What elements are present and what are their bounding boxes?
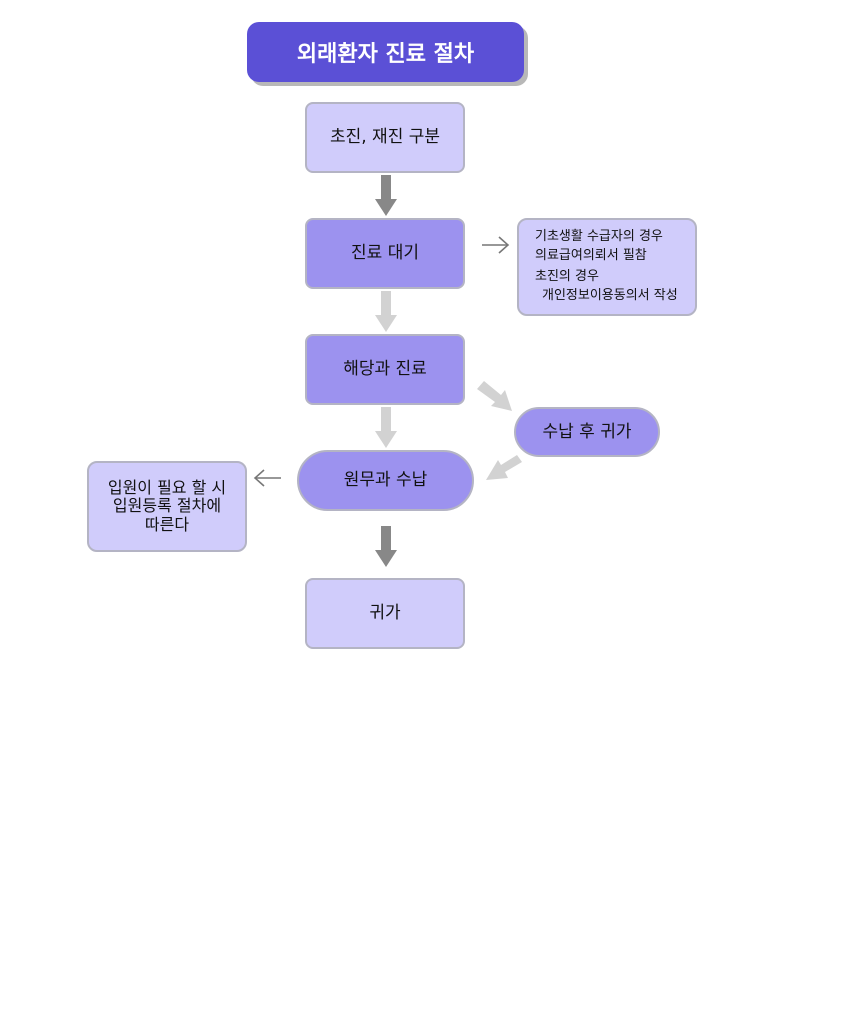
arrow-left-icon [253, 469, 281, 487]
arrow-right-icon [482, 236, 510, 254]
admission-note-line: 입원이 필요 할 시 [107, 477, 227, 497]
waiting-note-line: 개인정보이용동의서 작성 [542, 287, 678, 303]
arrow-diagonal-down-right-icon [477, 381, 512, 411]
waiting-note: 기초생활 수급자의 경우 의료급여의뢰서 필참 초진의 경우 개인정보이용동의서… [517, 218, 697, 316]
waiting-note-line: 초진의 경우 [535, 268, 599, 284]
waiting-note-line: 의료급여의뢰서 필참 [535, 247, 647, 263]
page-title: 외래환자 진료 절차 [247, 22, 524, 82]
arrow-down-icon [375, 526, 397, 567]
arrow-down-icon [375, 407, 397, 448]
step-waiting: 진료 대기 [305, 218, 465, 289]
arrow-diagonal-down-left-icon [486, 455, 522, 480]
admission-note-line: 따른다 [144, 514, 190, 534]
step-home: 귀가 [305, 578, 465, 649]
step-department: 해당과 진료 [305, 334, 465, 405]
waiting-note-line: 기초생활 수급자의 경우 [535, 229, 663, 244]
arrow-down-icon [375, 175, 397, 216]
arrow-down-icon [375, 291, 397, 332]
admission-note: 입원이 필요 할 시 입원등록 절차에 따른다 [87, 461, 247, 552]
admission-note-line: 입원등록 절차에 [112, 496, 222, 516]
step-first-visit: 초진, 재진 구분 [305, 102, 465, 173]
step-payment: 원무과 수납 [297, 450, 474, 511]
step-pay-after: 수납 후 귀가 [514, 407, 660, 457]
